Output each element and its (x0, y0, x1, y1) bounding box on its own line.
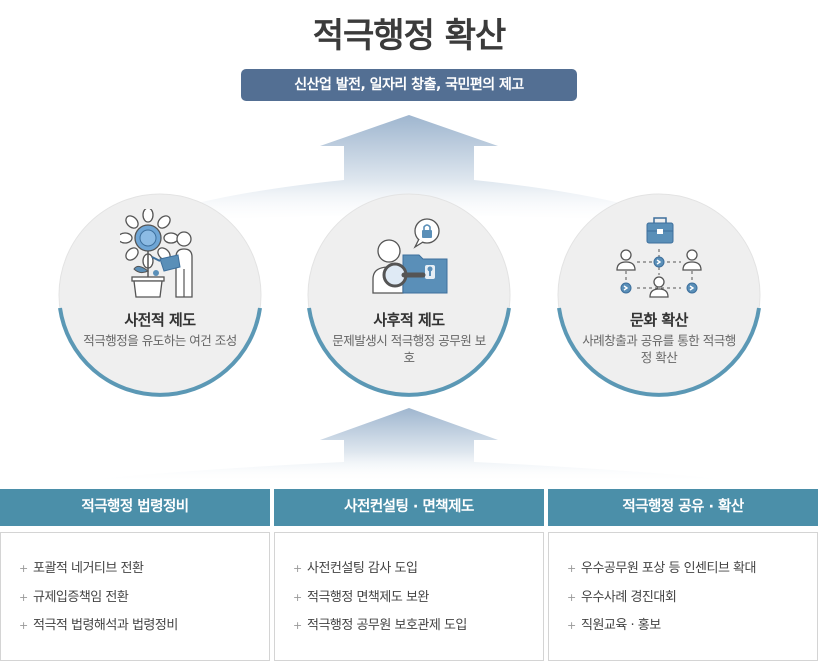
upper-arrow (128, 115, 690, 225)
lower-arrow (68, 408, 750, 482)
plus-bullet-icon: + (567, 590, 576, 604)
list-item: + 적극적 법령해석과 법령정비 (19, 616, 269, 645)
list-item-text: 규제입증책임 전환 (33, 589, 129, 605)
subtitle-banner: 신산업 발전, 일자리 창출, 국민편의 제고 (241, 69, 577, 101)
circle-title-prior: 사전적 제도 (124, 311, 196, 329)
plus-bullet-icon: + (567, 619, 576, 632)
plus-bullet-icon: + (293, 562, 302, 575)
column-box-sharing: + 우수공무원 포상 등 인센티브 확대 + 우수사례 경진대회 + 직원교육 · 홍… (548, 532, 818, 661)
circle-desc-culture: 사례창출과 공유를 통한 적극행정 확산 (582, 333, 736, 365)
list-item-text: 직원교육 · 홍보 (581, 618, 661, 633)
plus-bullet-icon: + (19, 590, 28, 604)
list-item: + 포괄적 네거티브 전환 (19, 559, 269, 588)
list-item: + 우수사례 경진대회 (567, 588, 817, 617)
circle-card-prior: 사전적 제도 적극행정을 유도하는 여건 조성 (58, 193, 262, 397)
column-header-sharing: 적극행정 공유 · 확산 (548, 489, 818, 526)
list-item-text: 적극행정 공무원 보호관제 도입 (307, 618, 467, 633)
circle-desc-post: 문제발생시 적극행정 공무원 보호 (332, 333, 486, 365)
list-item: + 직원교육 · 홍보 (567, 616, 817, 645)
circle-post (307, 193, 511, 397)
plus-bullet-icon: + (293, 590, 302, 604)
briefcase-network-icon (616, 217, 702, 298)
plus-bullet-icon: + (19, 619, 28, 632)
page-title: 적극행정 확산 (312, 16, 507, 56)
sunflower-watering-icon (120, 209, 193, 298)
list-item-text: 적극적 법령해석과 법령정비 (33, 618, 178, 633)
circle-card-post: 사후적 제도 문제발생시 적극행정 공무원 보호 (307, 193, 511, 397)
plus-bullet-icon: + (293, 619, 302, 632)
list-item-text: 우수사례 경진대회 (581, 589, 677, 605)
list-item-text: 우수공무원 포상 등 인센티브 확대 (581, 561, 756, 576)
list-item: + 적극행정 면책제도 보완 (293, 588, 543, 617)
circle-title-culture: 문화 확산 (630, 311, 688, 329)
column-header-legal: 적극행정 법령정비 (0, 489, 270, 526)
plus-bullet-icon: + (19, 562, 28, 575)
column-box-legal: + 포괄적 네거티브 전환 + 규제입증책임 전환 + 적극적 법령해석과 법령정비 (0, 532, 270, 661)
list-item-text: 포괄적 네거티브 전환 (33, 561, 144, 576)
plus-bullet-icon: + (567, 562, 576, 575)
list-item-text: 사전컨설팅 감사 도입 (307, 561, 418, 576)
circle-desc-prior: 적극행정을 유도하는 여건 조성 (83, 333, 237, 348)
circle-title-post: 사후적 제도 (373, 311, 445, 329)
person-lock-folder-icon (372, 218, 448, 294)
item-list: + 우수공무원 포상 등 인센티브 확대 + 우수사례 경진대회 + 직원교육 · 홍… (549, 533, 817, 645)
column-box-consulting: + 사전컨설팅 감사 도입 + 적극행정 면책제도 보완 + 적극행정 공무원 보호관… (274, 532, 544, 661)
list-item: + 사전컨설팅 감사 도입 (293, 559, 543, 588)
circle-card-culture: 문화 확산 사례창출과 공유를 통한 적극행정 확산 (557, 193, 761, 397)
column-header-consulting: 사전컨설팅 · 면책제도 (274, 489, 544, 526)
list-item: + 우수공무원 포상 등 인센티브 확대 (567, 559, 817, 588)
list-item: + 적극행정 공무원 보호관제 도입 (293, 616, 543, 645)
list-item-text: 적극행정 면책제도 보완 (307, 589, 429, 605)
item-list: + 포괄적 네거티브 전환 + 규제입증책임 전환 + 적극적 법령해석과 법령정비 (1, 533, 269, 645)
item-list: + 사전컨설팅 감사 도입 + 적극행정 면책제도 보완 + 적극행정 공무원 보호관… (275, 533, 543, 645)
list-item: + 규제입증책임 전환 (19, 588, 269, 617)
